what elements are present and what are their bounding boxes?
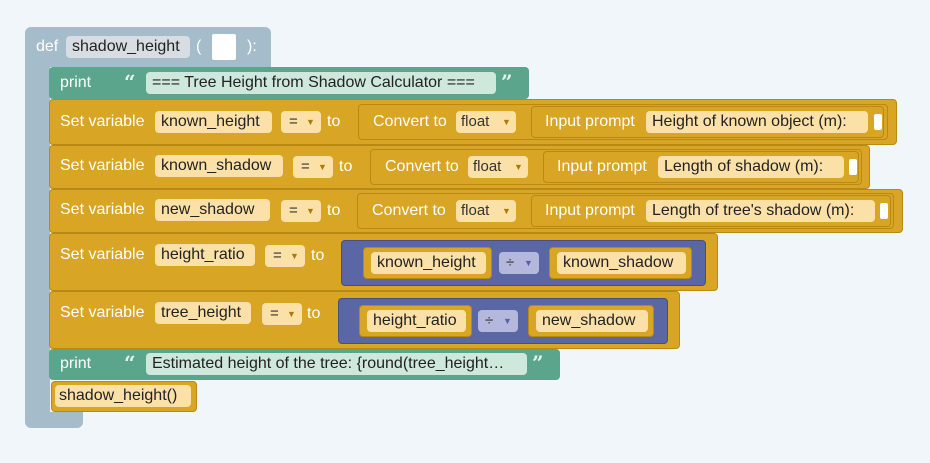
print-keyword: print: [60, 74, 92, 91]
input-socket: [874, 114, 882, 130]
assign-operator-dropdown[interactable]: = ▼: [262, 303, 302, 325]
variable-name-field[interactable]: height_ratio: [155, 244, 255, 266]
set-variable-label: Set variable: [60, 157, 145, 174]
set-variable-label: Set variable: [60, 304, 145, 321]
right-operand-field[interactable]: known_shadow: [557, 252, 686, 274]
chevron-down-icon: ▼: [318, 162, 327, 172]
type-label: float: [473, 158, 502, 175]
input-prompt-label: Input prompt: [545, 113, 635, 130]
chevron-down-icon: ▼: [287, 309, 296, 319]
left-operand-field[interactable]: height_ratio: [367, 310, 466, 332]
convert-label: Convert to: [385, 158, 459, 175]
assign-operator-dropdown[interactable]: = ▼: [293, 156, 333, 178]
params-socket[interactable]: [212, 34, 236, 60]
chevron-down-icon: ▼: [524, 258, 533, 268]
chevron-down-icon: ▼: [306, 206, 315, 216]
to-label: to: [327, 202, 341, 219]
right-operand-field[interactable]: new_shadow: [536, 310, 648, 332]
function-def-bottom: [25, 412, 83, 428]
assign-operator-label: =: [289, 202, 298, 219]
assign-operator-dropdown[interactable]: = ▼: [265, 245, 305, 267]
type-dropdown[interactable]: float ▼: [456, 111, 516, 133]
assign-operator-label: =: [289, 113, 298, 130]
math-operator-dropdown[interactable]: ÷ ▼: [499, 252, 539, 274]
left-operand-field[interactable]: known_height: [371, 252, 486, 274]
set-variable-label: Set variable: [60, 246, 145, 263]
variable-name-field[interactable]: known_shadow: [155, 155, 283, 177]
close-paren: ):: [247, 38, 257, 55]
assign-operator-dropdown[interactable]: = ▼: [281, 111, 321, 133]
type-dropdown[interactable]: float ▼: [456, 200, 516, 222]
assign-operator-dropdown[interactable]: = ▼: [281, 200, 321, 222]
set-variable-label: Set variable: [60, 113, 145, 130]
chevron-down-icon: ▼: [306, 117, 315, 127]
prompt-text-field[interactable]: Length of tree's shadow (m):: [646, 200, 875, 222]
assign-operator-label: =: [270, 305, 279, 322]
to-label: to: [327, 113, 341, 130]
variable-name-field[interactable]: known_height: [155, 111, 272, 133]
quote-open-icon: “: [124, 351, 136, 375]
type-label: float: [461, 202, 490, 219]
variable-name-field[interactable]: tree_height: [155, 302, 251, 324]
convert-label: Convert to: [372, 202, 446, 219]
convert-label: Convert to: [373, 113, 447, 130]
function-call-text[interactable]: shadow_height(): [55, 385, 191, 407]
chevron-down-icon: ▼: [502, 206, 511, 216]
open-paren: (: [196, 38, 202, 55]
to-label: to: [339, 158, 353, 175]
chevron-down-icon: ▼: [503, 316, 512, 326]
to-label: to: [311, 247, 325, 264]
to-label: to: [307, 305, 321, 322]
math-operator-dropdown[interactable]: ÷ ▼: [478, 310, 518, 332]
quote-open-icon: “: [124, 70, 136, 94]
math-operator-label: ÷: [506, 254, 515, 271]
chevron-down-icon: ▼: [290, 251, 299, 261]
print-text-field[interactable]: Estimated height of the tree: {round(tre…: [146, 353, 527, 375]
variable-name-field[interactable]: new_shadow: [155, 199, 270, 221]
set-variable-label: Set variable: [60, 201, 145, 218]
prompt-text-field[interactable]: Length of shadow (m):: [658, 156, 844, 178]
assign-operator-label: =: [273, 247, 282, 264]
input-socket: [849, 159, 857, 175]
print-text-field[interactable]: === Tree Height from Shadow Calculator =…: [146, 72, 496, 94]
math-operator-label: ÷: [485, 312, 494, 329]
print-keyword: print: [60, 355, 92, 372]
function-def-spine: [25, 60, 50, 418]
input-prompt-label: Input prompt: [557, 158, 647, 175]
quote-close-icon: ”: [532, 351, 544, 375]
chevron-down-icon: ▼: [502, 117, 511, 127]
chevron-down-icon: ▼: [514, 162, 523, 172]
input-socket: [880, 203, 888, 219]
def-keyword: def: [36, 38, 59, 55]
prompt-text-field[interactable]: Height of known object (m):: [646, 111, 868, 133]
function-name-field[interactable]: shadow_height: [66, 36, 190, 58]
assign-operator-label: =: [301, 158, 310, 175]
input-prompt-label: Input prompt: [545, 202, 635, 219]
quote-close-icon: ”: [501, 70, 513, 94]
type-label: float: [461, 113, 490, 130]
type-dropdown[interactable]: float ▼: [468, 156, 528, 178]
